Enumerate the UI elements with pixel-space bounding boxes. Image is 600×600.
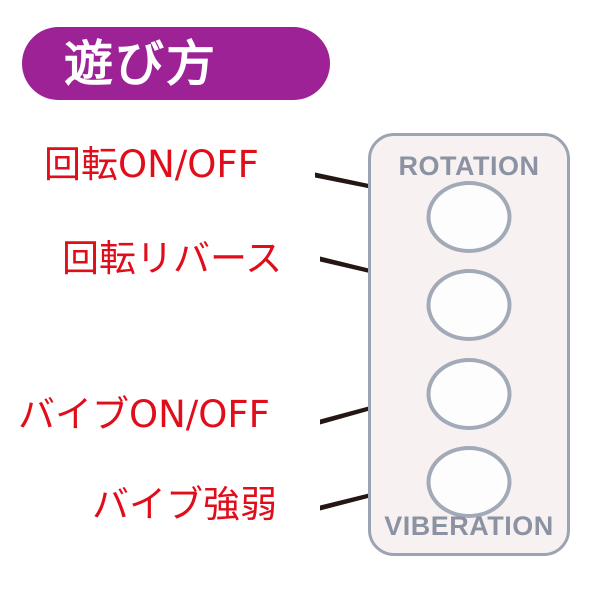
callout-label-rotation-reverse: 回転リバース: [62, 237, 283, 280]
remote-control-device: ROTATION VIBERATION: [368, 133, 570, 556]
device-caption-viberation: VIBERATION: [384, 511, 554, 541]
callout-label-vibe-strength: バイブ強弱: [92, 483, 277, 526]
callout-label-rotation-onoff: 回転ON/OFF: [44, 143, 259, 186]
device-button-rotation-reverse[interactable]: [426, 269, 512, 341]
header-banner: 遊び方: [22, 27, 330, 100]
device-button-vibe-onoff[interactable]: [426, 358, 512, 430]
page-title: 遊び方: [64, 35, 218, 92]
device-button-rotation-onoff[interactable]: [426, 181, 512, 253]
device-button-vibe-strength[interactable]: [426, 446, 512, 518]
device-caption-rotation: ROTATION: [398, 151, 540, 181]
callout-label-vibe-onoff: バイブON/OFF: [18, 393, 270, 436]
